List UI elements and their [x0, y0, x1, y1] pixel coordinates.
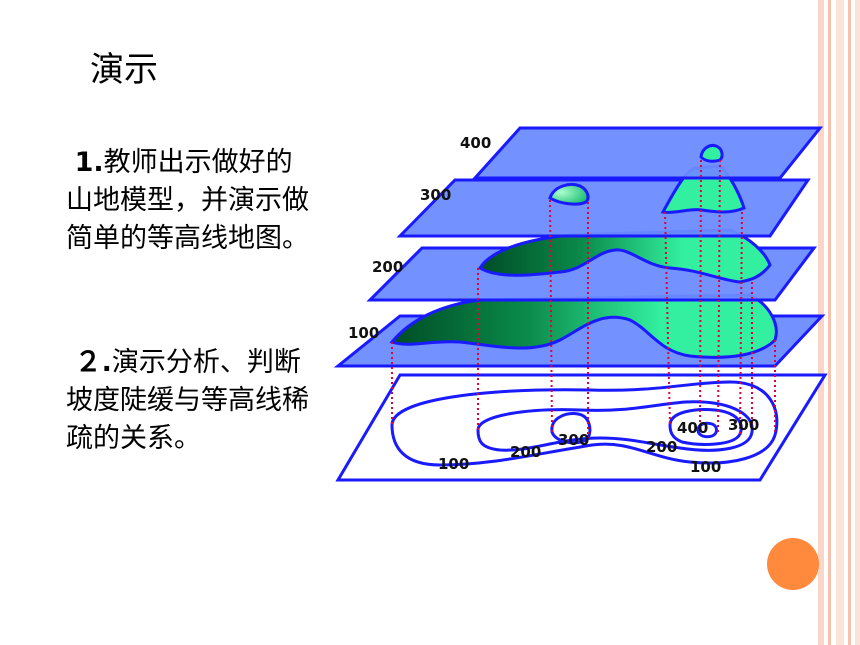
peak-300-west — [548, 183, 590, 206]
slide-title: 演示 — [90, 50, 158, 90]
plane-label-400: 400 — [460, 134, 491, 152]
projection-line — [739, 211, 743, 435]
paragraph-1: 1.教师出示做好的山地模型，并演示做简单的等高线地图。 — [66, 144, 316, 258]
paragraph-1-number: 1. — [74, 147, 104, 178]
map-label-200-west: 200 — [510, 443, 541, 461]
map-label-100-west: 100 — [438, 455, 469, 473]
peak-400 — [699, 144, 724, 163]
paragraph-2-number: ２. — [74, 347, 112, 378]
accent-circle — [767, 538, 819, 590]
border-stripe — [855, 0, 860, 645]
plane-label-100: 100 — [348, 324, 379, 342]
contour-100 — [390, 380, 779, 467]
plane-300 — [396, 178, 811, 238]
border-stripe — [848, 0, 851, 645]
contour-300-east — [668, 408, 743, 446]
contour-diagram: 400 300 200 100 300 400 300 200 200 100 … — [333, 126, 828, 482]
paragraph-2: ２.演示分析、判断坡度陡缓与等高线稀疏的关系。 — [66, 344, 316, 458]
map-label-300-west: 300 — [558, 431, 589, 449]
map-label-300-east: 300 — [728, 416, 759, 434]
map-label-100-east: 100 — [690, 458, 721, 476]
plane-label-200: 200 — [372, 258, 403, 276]
border-stripe — [818, 0, 824, 645]
map-label-400: 400 — [677, 419, 708, 437]
projection-line — [699, 159, 702, 431]
map-label-200-east: 200 — [646, 438, 677, 456]
projection-line — [717, 159, 721, 433]
border-stripe — [828, 0, 831, 645]
paragraph-1-text: 教师出示做好的山地模型，并演示做简单的等高线地图。 — [66, 147, 309, 254]
projection-line — [664, 211, 671, 426]
border-stripe — [836, 0, 844, 645]
paragraph-2-text: 演示分析、判断坡度陡缓与等高线稀疏的关系。 — [66, 347, 309, 454]
projection-line — [549, 199, 553, 433]
plane-label-300: 300 — [420, 186, 451, 204]
plane-400 — [471, 126, 824, 180]
contour-400 — [696, 421, 718, 439]
projection-lines — [391, 159, 776, 438]
contour-200 — [476, 400, 754, 452]
slide-border — [818, 0, 860, 645]
